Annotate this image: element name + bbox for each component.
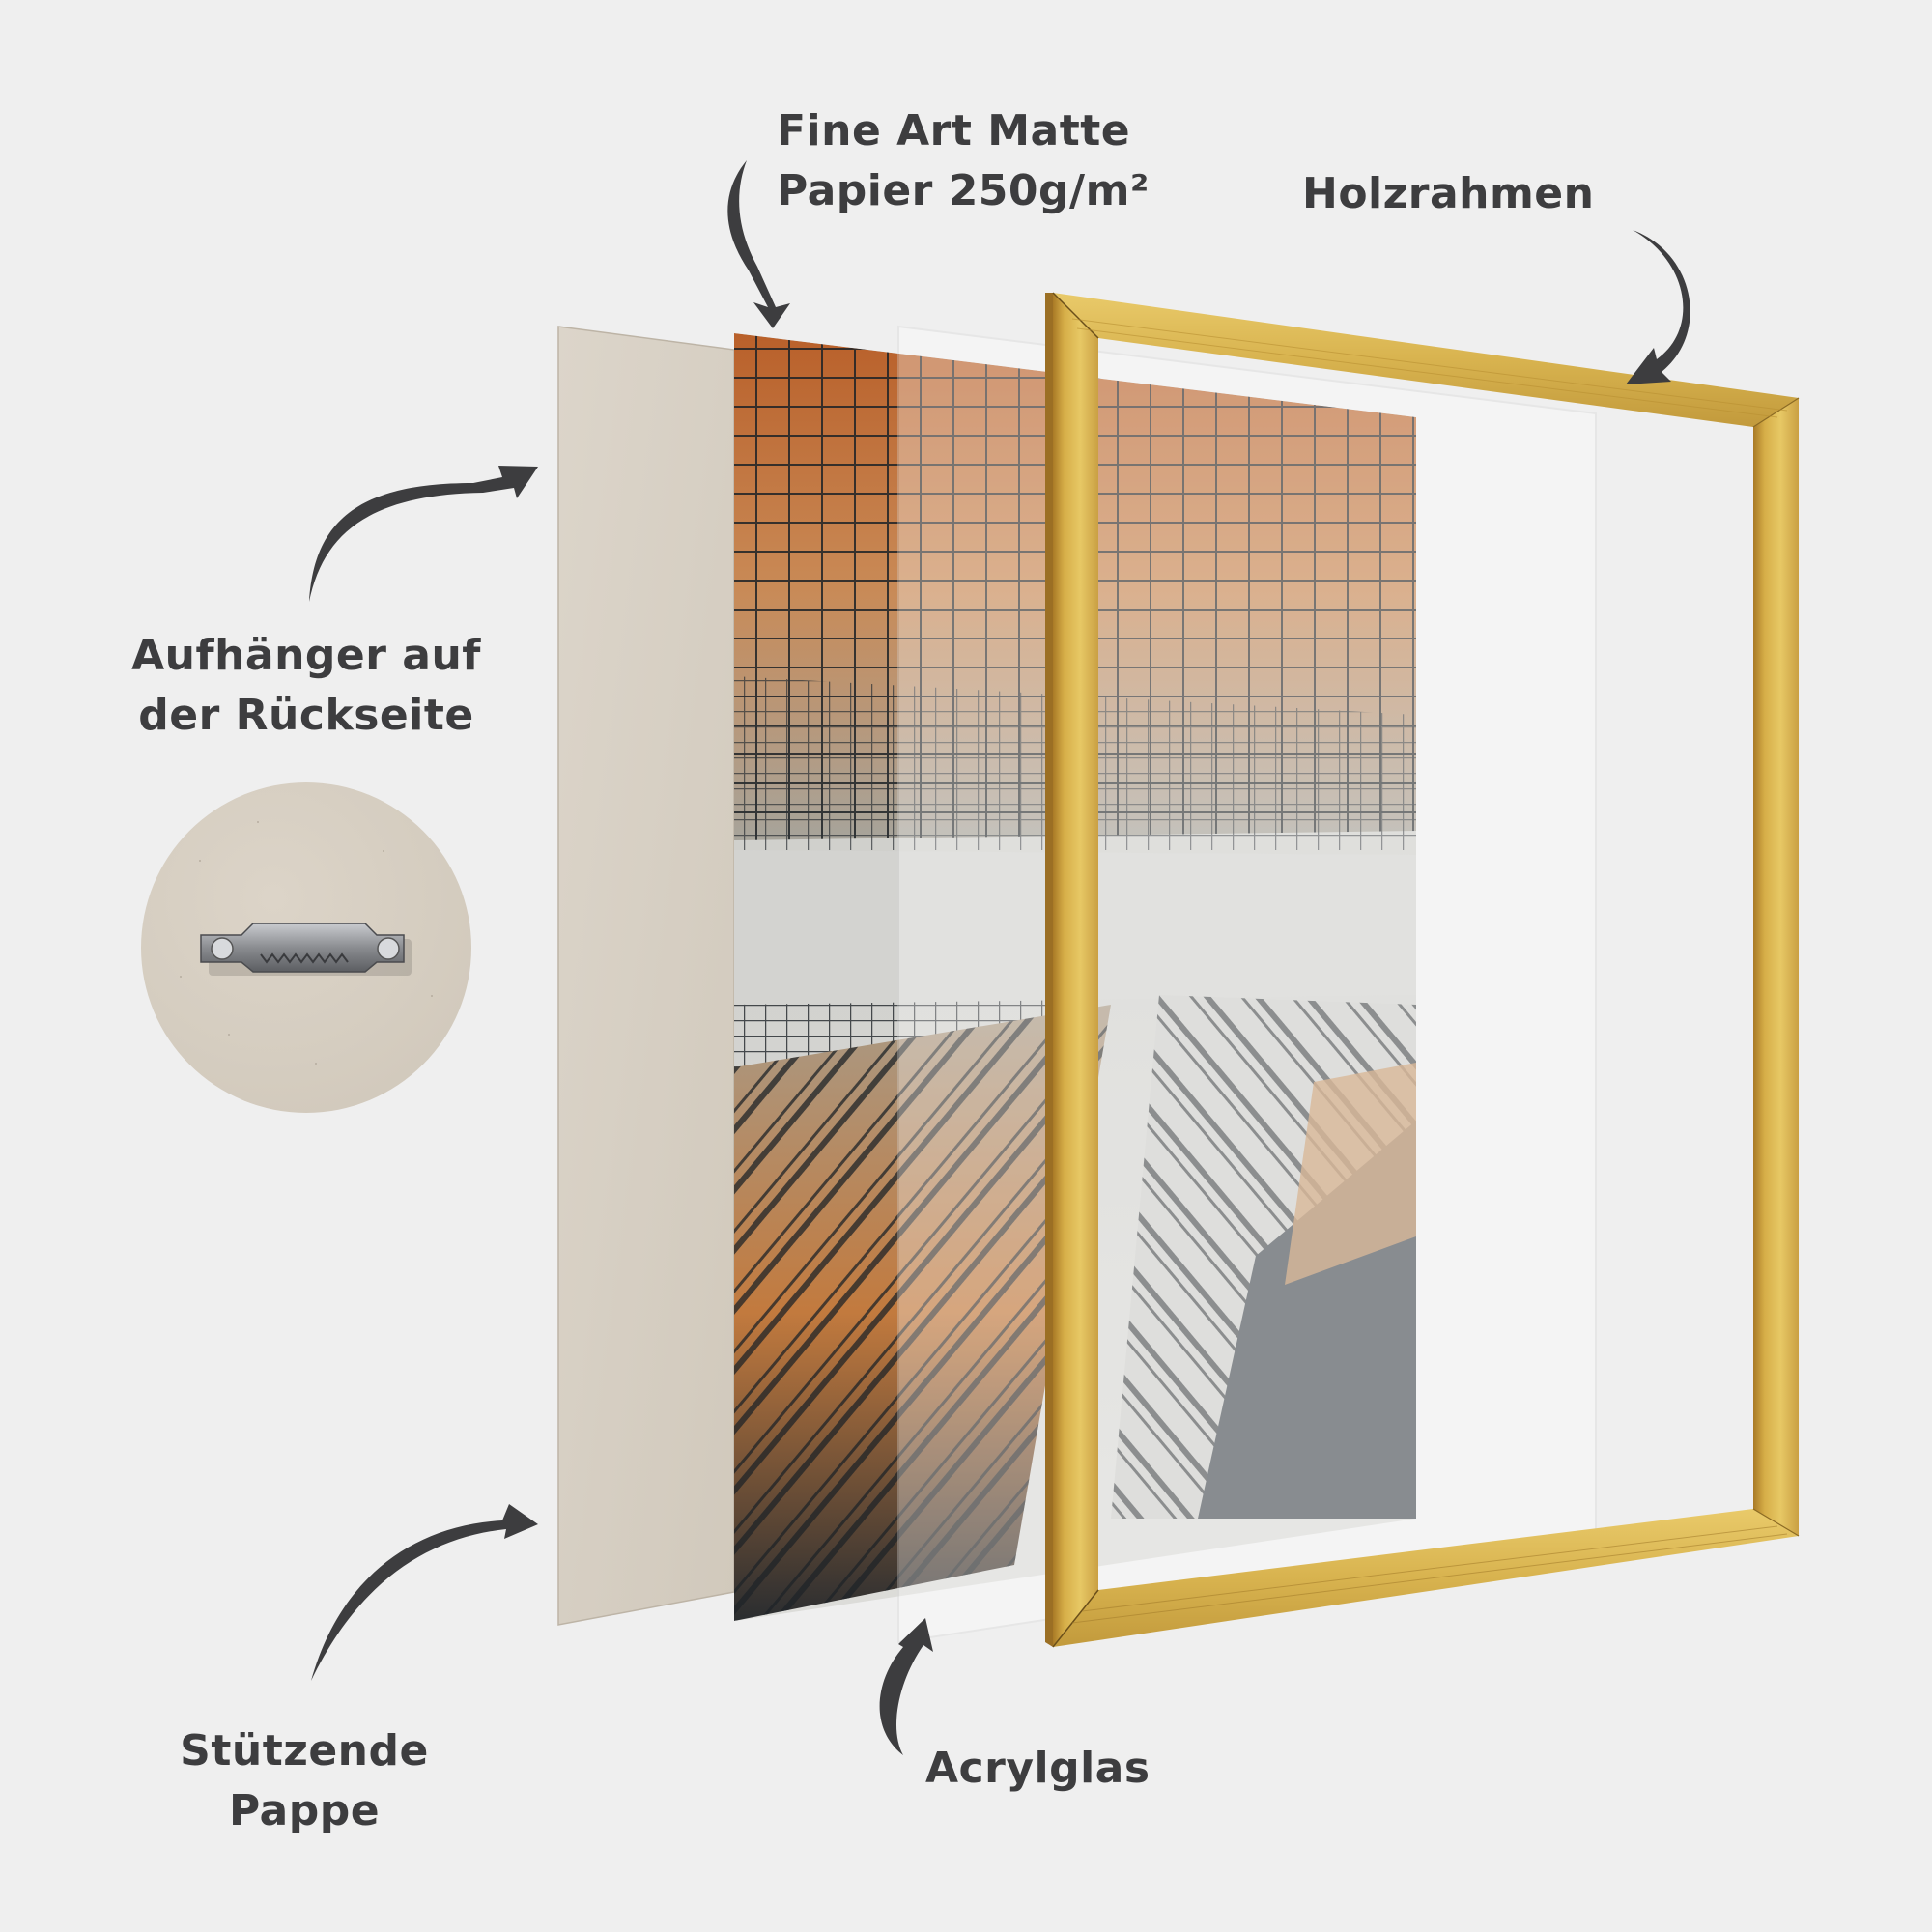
label-backing-line2: Pappe	[228, 1786, 381, 1835]
label-acrylic-line1: Acrylglas	[925, 1744, 1151, 1793]
label-hanger-line2: der Rückseite	[138, 691, 474, 740]
label-backing: Stützende Pappe	[155, 1721, 454, 1841]
label-hanger-line1: Aufhänger auf	[131, 631, 481, 680]
arrow-to-backing-bottom-icon	[311, 1504, 538, 1681]
pointer-arrows	[309, 160, 1690, 1755]
label-paper: Fine Art Matte Papier 250g/m²	[777, 101, 1150, 221]
gold-frame	[1045, 292, 1800, 1648]
arrow-to-backing-top-icon	[309, 466, 538, 602]
backing-board	[557, 326, 735, 1626]
label-acrylic: Acrylglas	[925, 1739, 1151, 1799]
sawtooth-hanger-icon	[200, 923, 412, 976]
arrow-to-frame-icon	[1626, 230, 1690, 384]
label-hanger: Aufhänger auf der Rückseite	[108, 626, 504, 746]
arrow-to-paper-icon	[727, 160, 790, 328]
label-paper-line2: Papier 250g/m²	[777, 166, 1150, 215]
arrow-to-acrylic-icon	[879, 1618, 933, 1755]
label-frame-line1: Holzrahmen	[1302, 169, 1595, 218]
label-paper-line1: Fine Art Matte	[777, 106, 1131, 156]
label-backing-line1: Stützende	[180, 1726, 429, 1776]
acrylic-glass	[897, 325, 1597, 1644]
label-frame: Holzrahmen	[1302, 164, 1594, 224]
hanger-detail-circle	[141, 782, 471, 1113]
